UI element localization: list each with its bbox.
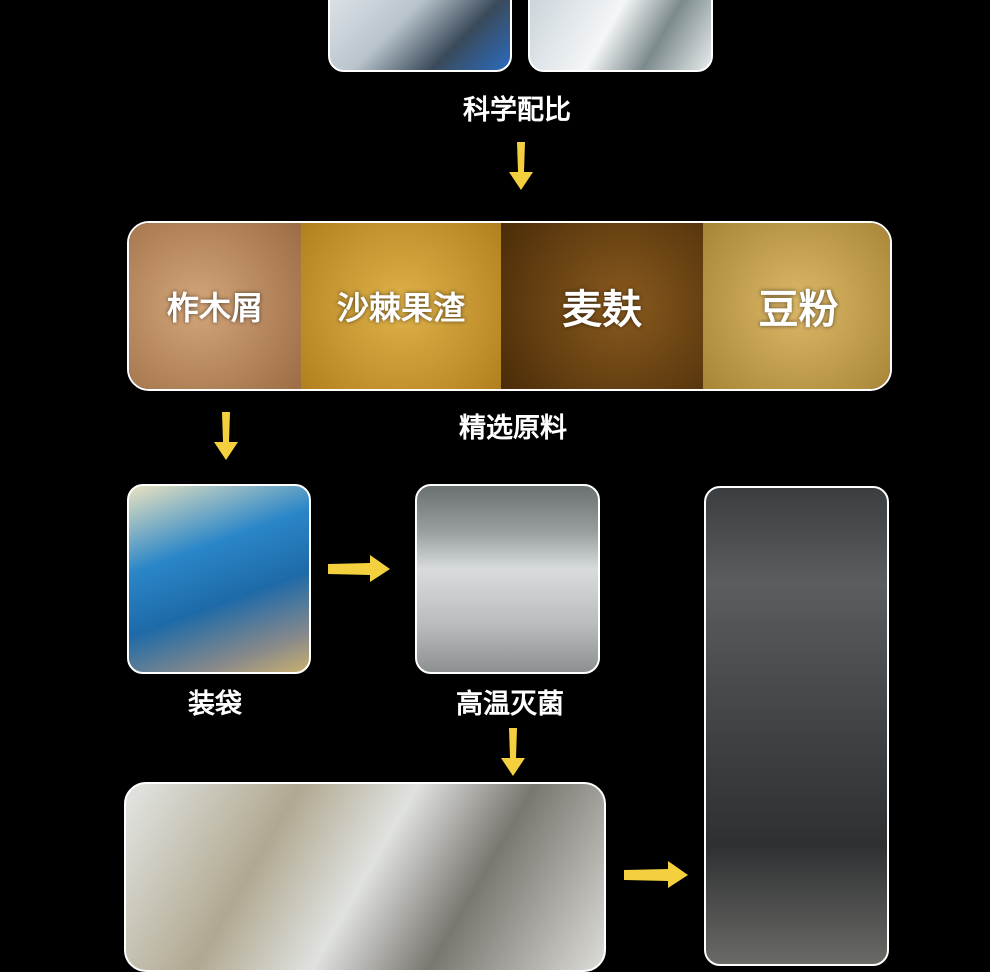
material-soy-flour: 豆粉 (703, 223, 890, 389)
arrow-right-icon (624, 861, 688, 888)
arrow-right-icon (328, 555, 390, 582)
materials-caption: 精选原料 (459, 413, 567, 444)
lab-photo-1 (328, 0, 512, 72)
material-bran: 麦麸 (501, 223, 703, 389)
arrow-down-icon (501, 728, 525, 776)
arrow-down-icon (214, 412, 238, 460)
ratio-caption: 科学配比 (463, 95, 571, 126)
lab-photo-2 (528, 0, 713, 72)
sterilization-photo (415, 484, 600, 674)
bagging-photo (127, 484, 311, 674)
sterilize-caption: 高温灭菌 (456, 689, 564, 720)
material-seabuckthorn: 沙棘果渣 (301, 223, 501, 389)
inoculation-machine-photo (124, 782, 606, 972)
bagging-caption: 装袋 (188, 689, 242, 720)
cultivation-warehouse-photo (704, 486, 889, 966)
arrow-down-icon (509, 142, 533, 190)
materials-panel: 柞木屑 沙棘果渣 麦麸 豆粉 (127, 221, 892, 391)
material-sawdust: 柞木屑 (129, 223, 301, 389)
